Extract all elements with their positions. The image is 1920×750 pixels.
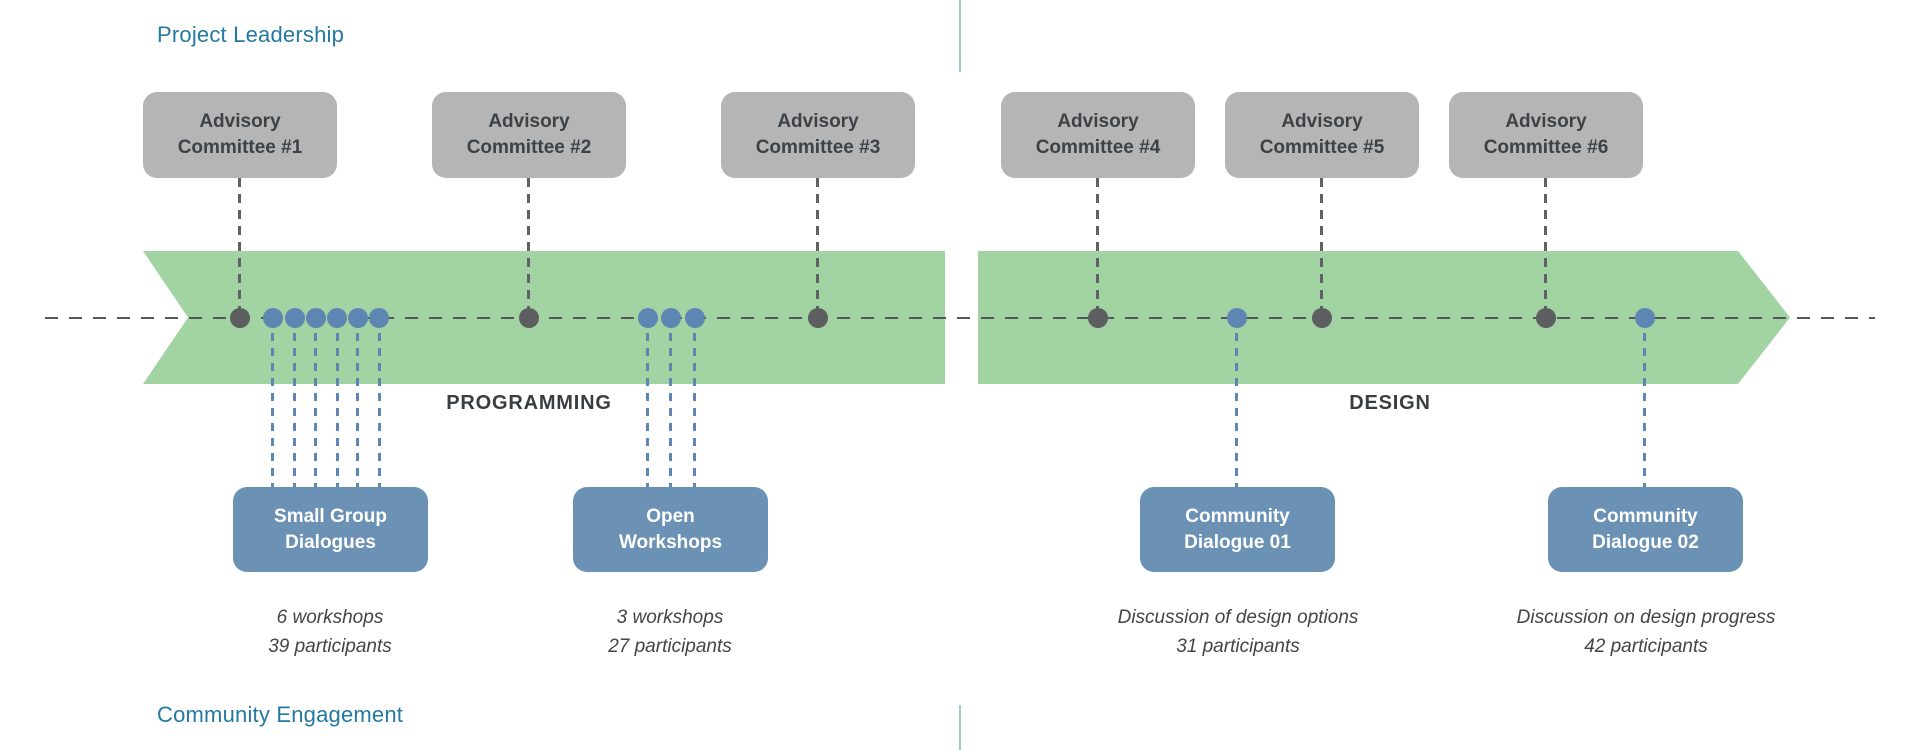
- open-workshops-dot-1: [638, 308, 658, 328]
- committee-4-box: Advisory Committee #4: [1001, 92, 1195, 178]
- committee-6-dot: [1536, 308, 1556, 328]
- small-group-dialogues-caption: 6 workshops 39 participants: [268, 607, 392, 658]
- open-workshops-connector-3: [693, 318, 696, 487]
- small-group-dialogues-dot-4: [327, 308, 347, 328]
- open-workshops-box: Open Workshops: [573, 487, 768, 572]
- community-dialogue-01-connector: [1235, 318, 1238, 487]
- small-group-dialogues-connector-4: [336, 318, 339, 487]
- community-dialogue-02-box: Community Dialogue 02: [1548, 487, 1743, 572]
- small-group-dialogues-dot-1: [263, 308, 283, 328]
- small-group-dialogues-dot-2: [285, 308, 305, 328]
- community-dialogue-01-box: Community Dialogue 01: [1140, 487, 1335, 572]
- small-group-dialogues-dot-5: [348, 308, 368, 328]
- community-dialogue-02-connector: [1643, 318, 1646, 487]
- small-group-dialogues-connector-5: [356, 318, 359, 487]
- committee-3-connector: [816, 178, 819, 318]
- small-group-dialogues-box: Small Group Dialogues: [233, 487, 428, 572]
- lane-title-community-engagement: Community Engagement: [157, 702, 404, 727]
- committee-3-box: Advisory Committee #3: [721, 92, 915, 178]
- community-dialogue-01-caption: Discussion of design options 31 particip…: [1117, 607, 1359, 658]
- section-separator-line-bottom: [959, 705, 961, 750]
- small-group-dialogues-connector-1: [271, 318, 274, 487]
- open-workshops-dot-2: [661, 308, 681, 328]
- phase-label-design: DESIGN: [1349, 392, 1431, 414]
- committee-1-dot: [230, 308, 250, 328]
- small-group-dialogues-connector-2: [293, 318, 296, 487]
- community-dialogue-02-caption: Discussion on design progress 42 partici…: [1516, 607, 1776, 658]
- small-group-dialogues-connector-3: [314, 318, 317, 487]
- committee-6-box: Advisory Committee #6: [1449, 92, 1643, 178]
- small-group-dialogues-dot-3: [306, 308, 326, 328]
- small-group-dialogues-connector-6: [378, 318, 381, 487]
- open-workshops-caption: 3 workshops 27 participants: [608, 607, 732, 658]
- committee-1-box: Advisory Committee #1: [143, 92, 337, 178]
- committee-5-connector: [1320, 178, 1323, 318]
- committee-1-connector: [238, 178, 241, 318]
- committee-2-box: Advisory Committee #2: [432, 92, 626, 178]
- open-workshops-connector-2: [669, 318, 672, 487]
- timeline-dashed-axis: [45, 317, 1875, 319]
- community-dialogue-02-dot: [1635, 308, 1655, 328]
- committee-3-dot: [808, 308, 828, 328]
- section-separator-line-top: [959, 0, 961, 72]
- committee-6-connector: [1544, 178, 1547, 318]
- committee-2-connector: [527, 178, 530, 318]
- phase-label-programming: PROGRAMMING: [446, 392, 612, 414]
- lane-title-project-leadership: Project Leadership: [157, 22, 345, 47]
- committee-5-box: Advisory Committee #5: [1225, 92, 1419, 178]
- small-group-dialogues-dot-6: [369, 308, 389, 328]
- open-workshops-connector-1: [646, 318, 649, 487]
- committee-2-dot: [519, 308, 539, 328]
- committee-4-connector: [1096, 178, 1099, 318]
- open-workshops-dot-3: [685, 308, 705, 328]
- committee-5-dot: [1312, 308, 1332, 328]
- community-dialogue-01-dot: [1227, 308, 1247, 328]
- committee-4-dot: [1088, 308, 1108, 328]
